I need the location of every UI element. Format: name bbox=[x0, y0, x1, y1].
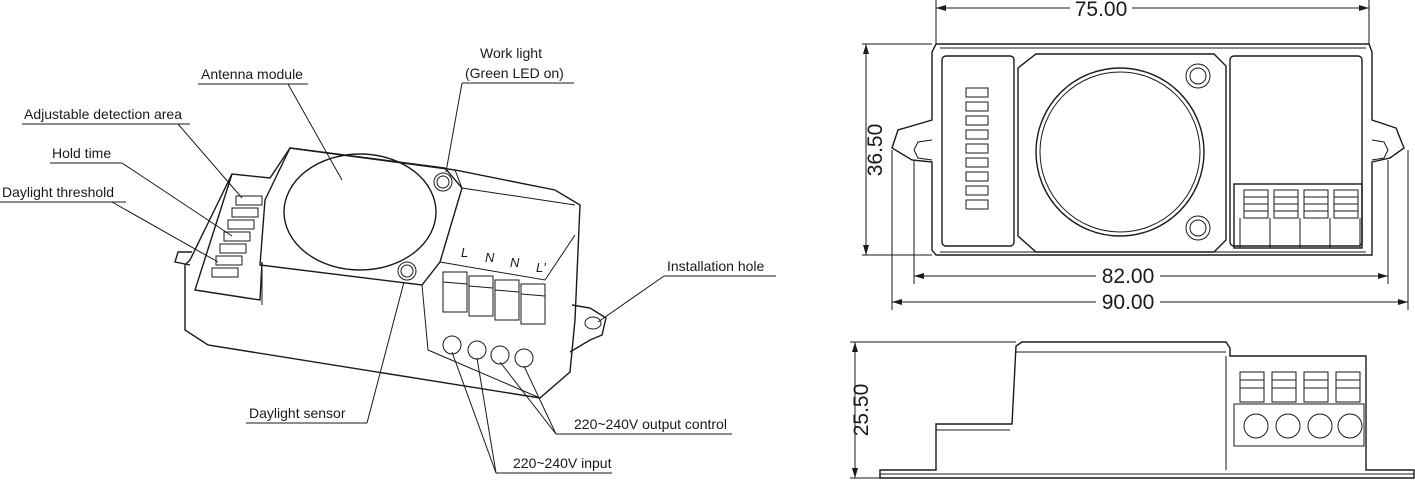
label-installation-hole: Installation hole bbox=[667, 258, 765, 274]
terminal-block: L N N L' bbox=[442, 245, 546, 368]
front-terminal-block bbox=[1233, 183, 1363, 249]
label-work-light-2: (Green LED on) bbox=[465, 65, 564, 81]
right-mounting-tab bbox=[569, 304, 607, 353]
daylight-sensor-dot bbox=[397, 261, 417, 281]
terminal-label: N bbox=[510, 255, 520, 270]
label-work-light-1: Work light bbox=[480, 45, 542, 61]
isometric-view: L N N L' Antenna module Work light (Gree… bbox=[0, 45, 776, 474]
terminal-label: N bbox=[485, 250, 495, 265]
front-view: 75.00 bbox=[862, 0, 1409, 314]
dim-width-90: 90.00 bbox=[1102, 291, 1155, 314]
label-hold-time: Hold time bbox=[52, 145, 111, 161]
dim-width-75: 75.00 bbox=[1075, 0, 1128, 21]
label-output-control: 220~240V output control bbox=[574, 416, 727, 432]
label-input: 220~240V input bbox=[513, 455, 612, 471]
label-antenna-module: Antenna module bbox=[201, 66, 303, 82]
left-mounting-tab bbox=[174, 251, 192, 266]
dim-height-36-5: 36.50 bbox=[864, 124, 887, 177]
housing-outline bbox=[184, 147, 581, 399]
front-body bbox=[891, 43, 1405, 256]
front-dip-panel bbox=[941, 55, 1015, 247]
work-light-led bbox=[433, 172, 453, 192]
side-view: 25.50 bbox=[850, 341, 1415, 479]
label-daylight-threshold: Daylight threshold bbox=[2, 184, 114, 200]
front-dip-switches bbox=[965, 87, 989, 210]
dim-height-25-5: 25.50 bbox=[850, 384, 873, 437]
dip-switches bbox=[211, 195, 263, 278]
side-body bbox=[879, 341, 1415, 479]
label-daylight-sensor: Daylight sensor bbox=[249, 405, 346, 421]
label-detection-area: Adjustable detection area bbox=[24, 106, 182, 122]
side-terminal-block bbox=[1233, 371, 1365, 447]
terminal-label: L' bbox=[536, 260, 546, 275]
antenna-cover bbox=[259, 147, 463, 286]
terminal-label: L bbox=[461, 245, 468, 260]
front-antenna-circle bbox=[1035, 67, 1205, 237]
antenna-circle bbox=[283, 153, 437, 271]
dim-width-82: 82.00 bbox=[1102, 265, 1155, 288]
